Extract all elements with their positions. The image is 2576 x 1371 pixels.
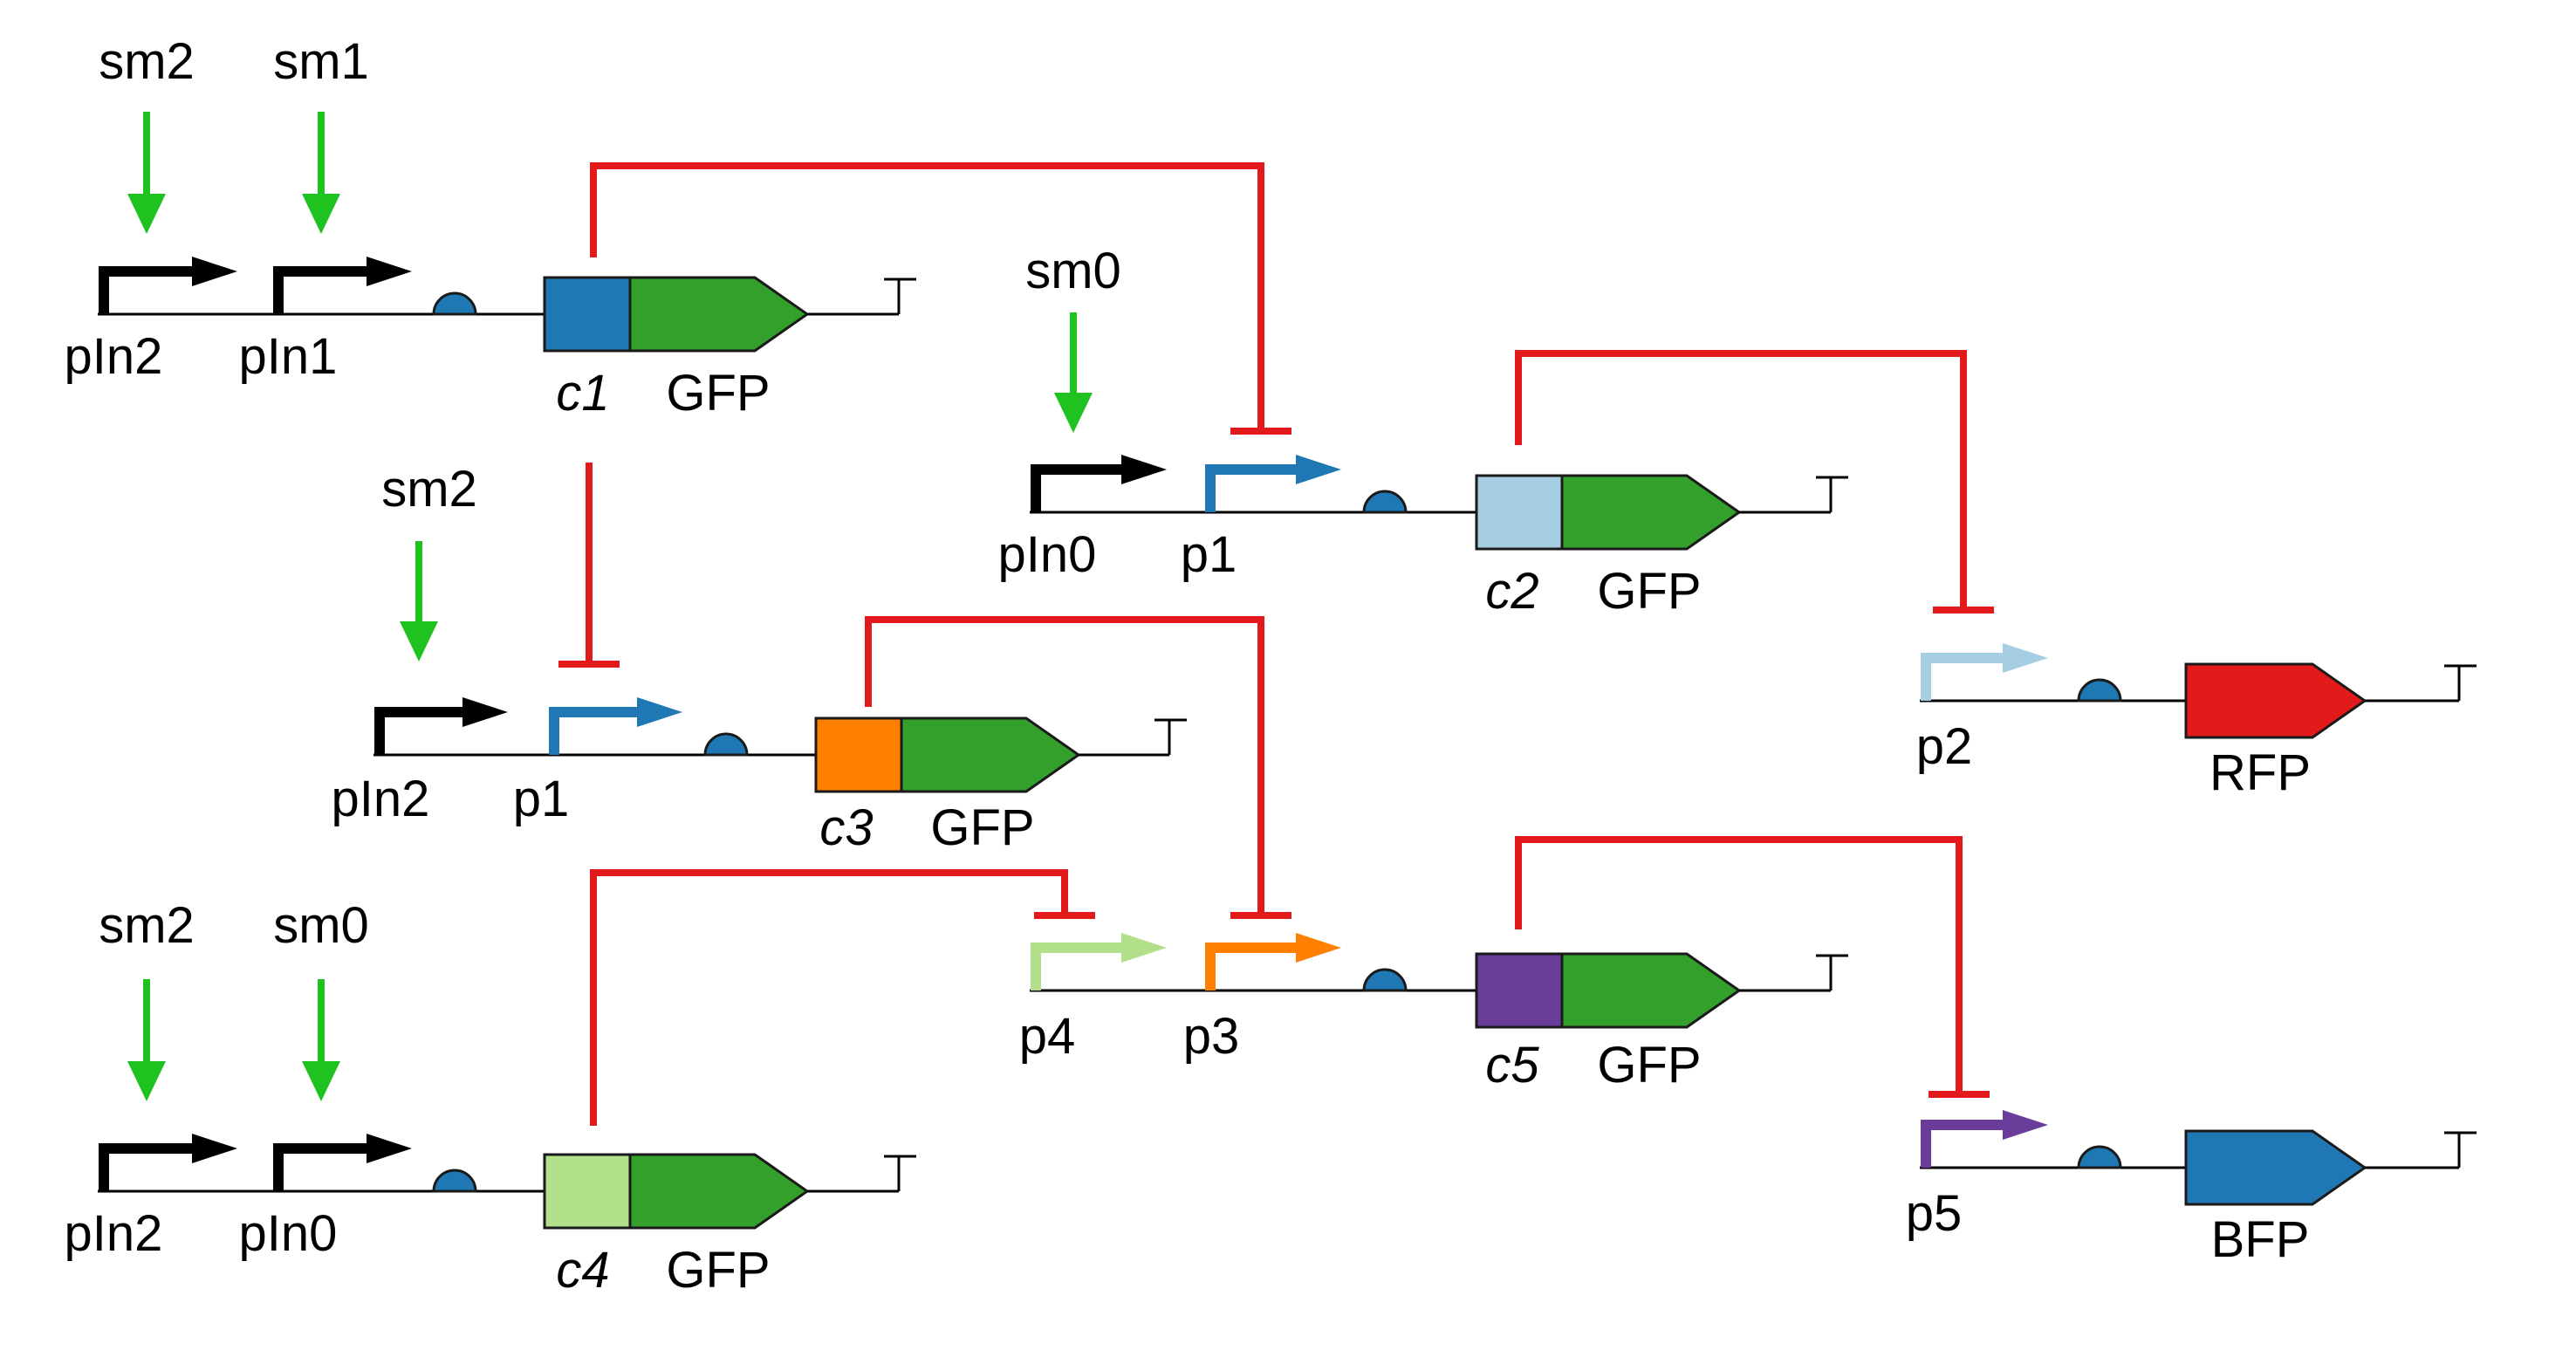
repression-c2-to-p2	[1515, 350, 1994, 614]
repression-c5-to-p5	[1515, 836, 1990, 1098]
repressor-c5-box	[1475, 952, 1564, 1029]
down-arrow-icon	[302, 979, 340, 1101]
semicircle-icon	[432, 291, 477, 316]
down-arrow-icon	[127, 979, 166, 1101]
reporter-label: GFP	[666, 365, 770, 422]
t-shape-icon	[2444, 1131, 2477, 1168]
bent-arrow-icon	[549, 697, 682, 755]
semicircle-icon	[703, 732, 749, 757]
down-arrow-icon	[127, 112, 166, 234]
repressor-label: c2	[1485, 563, 1538, 620]
repressor-label: c4	[556, 1242, 609, 1299]
inducer-label: sm2	[99, 33, 195, 90]
t-shape-icon	[884, 278, 916, 314]
semicircle-icon	[2077, 1145, 2122, 1169]
pentagon-arrow-icon	[1560, 474, 1742, 551]
bent-arrow-icon	[1921, 1110, 2048, 1168]
reporter-label: GFP	[930, 799, 1034, 856]
construct-a: sm2 sm1 pIn2 pIn1 c1 GFP	[65, 33, 916, 422]
repressor-c4-box	[543, 1153, 632, 1230]
pentagon-arrow-icon	[2184, 662, 2367, 739]
repression-edges	[558, 162, 1994, 1126]
reporter-label: RFP	[2209, 744, 2311, 801]
construct-g: p5 BFP	[1906, 1110, 2477, 1268]
promoter-label: p1	[513, 771, 570, 827]
promoter-label: pIn2	[65, 1205, 163, 1262]
construct-f: p4 p3 c5 GFP	[1019, 933, 1848, 1093]
semicircle-icon	[1362, 968, 1408, 992]
bent-arrow-icon	[99, 257, 237, 314]
construct-b: sm0 pIn0 p1 c2 GFP	[998, 243, 1848, 620]
promoter-label: p3	[1183, 1008, 1240, 1065]
down-arrow-icon	[400, 541, 438, 662]
reporter-label: GFP	[666, 1242, 770, 1299]
promoter-label: pIn0	[239, 1205, 338, 1262]
semicircle-icon	[432, 1169, 477, 1193]
inducer-label: sm0	[273, 897, 369, 954]
pentagon-arrow-icon	[2184, 1129, 2367, 1206]
promoter-label: pIn2	[332, 771, 430, 827]
inducer-label: sm2	[99, 897, 195, 954]
promoter-label: p2	[1916, 718, 1973, 775]
construct-d: p2 RFP	[1916, 643, 2477, 801]
repressor-c1-box	[543, 276, 632, 353]
repressor-label: c1	[556, 365, 609, 422]
inducer-label: sm2	[381, 461, 477, 518]
t-shape-icon	[2444, 664, 2477, 701]
bent-arrow-icon	[1031, 455, 1167, 512]
promoter-label: p4	[1019, 1008, 1076, 1065]
pentagon-arrow-icon	[900, 716, 1081, 793]
repression-c4-to-p4	[590, 869, 1095, 1126]
t-shape-icon	[1816, 954, 1848, 991]
bent-arrow-icon	[1205, 455, 1341, 512]
bent-arrow-icon	[1205, 933, 1341, 991]
construct-c: sm2 pIn2 p1 c3 GFP	[332, 461, 1187, 856]
promoter-label: p5	[1906, 1185, 1963, 1242]
reporter-label: BFP	[2211, 1211, 2310, 1268]
down-arrow-icon	[302, 112, 340, 234]
inducer-label: sm0	[1025, 243, 1121, 299]
promoter-label: pIn0	[998, 526, 1097, 583]
pentagon-arrow-icon	[628, 276, 810, 353]
reporter-label: GFP	[1597, 563, 1701, 620]
repressor-c3-box	[814, 716, 903, 793]
bent-arrow-icon	[374, 697, 508, 755]
reporter-label: GFP	[1597, 1037, 1701, 1093]
bent-arrow-icon	[1921, 643, 2048, 701]
bent-arrow-icon	[273, 257, 412, 314]
semicircle-icon	[2077, 678, 2122, 703]
inducer-label: sm1	[273, 33, 369, 90]
promoter-label: pIn1	[239, 328, 338, 385]
down-arrow-icon	[1054, 312, 1093, 433]
bent-arrow-icon	[1031, 933, 1167, 991]
construct-e: sm2 sm0 pIn2 pIn0 c4 GFP	[65, 897, 916, 1299]
t-shape-icon	[1154, 718, 1187, 755]
repression-c3-to-p3	[865, 616, 1291, 919]
pentagon-arrow-icon	[1560, 952, 1742, 1029]
t-shape-icon	[884, 1155, 916, 1191]
repression-c1-to-p1-top	[590, 162, 1291, 435]
promoter-label: pIn2	[65, 328, 163, 385]
semicircle-icon	[1362, 490, 1408, 514]
repression-c1-to-p1-lower	[558, 463, 620, 668]
promoter-label: p1	[1181, 526, 1237, 583]
repressor-label: c3	[819, 799, 873, 856]
pentagon-arrow-icon	[628, 1153, 810, 1230]
repressor-c2-box	[1475, 474, 1564, 551]
repressor-label: c5	[1485, 1037, 1539, 1093]
bent-arrow-icon	[99, 1134, 237, 1191]
t-shape-icon	[1816, 476, 1848, 512]
bent-arrow-icon	[273, 1134, 412, 1191]
